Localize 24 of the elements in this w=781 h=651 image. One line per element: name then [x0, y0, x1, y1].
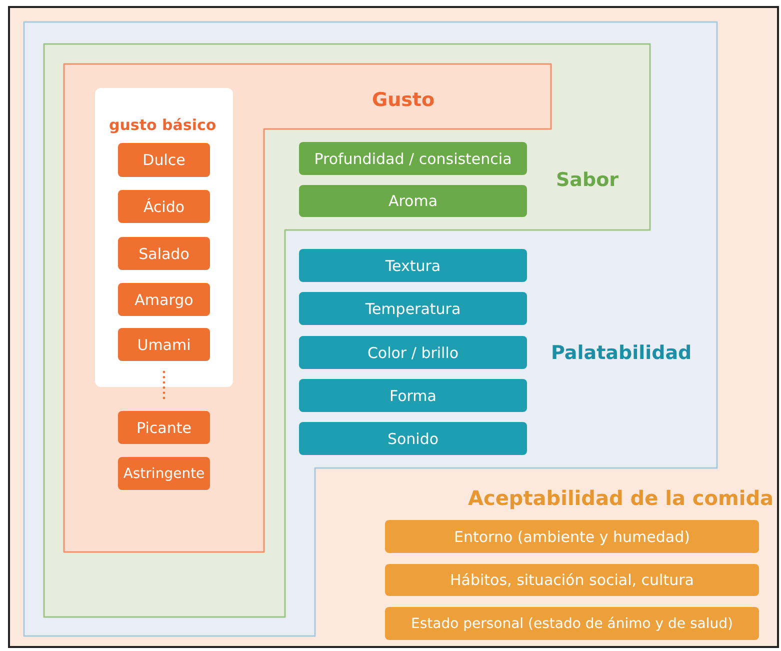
category-bar: Hábitos, situación social, cultura — [385, 564, 759, 596]
category-bar: Forma — [299, 379, 527, 412]
category-bar: Estado personal (estado de ánimo y de salud) — [385, 607, 759, 640]
section-heading: gusto básico — [109, 116, 216, 134]
category-bar: Picante — [118, 411, 210, 444]
category-bar: Sonido — [299, 422, 527, 455]
category-bar: Dulce — [118, 143, 210, 177]
category-bar: Color / brillo — [299, 336, 527, 369]
category-bar: Temperatura — [299, 292, 527, 325]
section-heading: Sabor — [556, 169, 619, 191]
category-bar: Entorno (ambiente y humedad) — [385, 520, 759, 553]
category-bar: Aroma — [299, 185, 527, 217]
category-bar: Salado — [118, 237, 210, 270]
section-heading: Aceptabilidad de la comida — [468, 486, 774, 510]
panel-background — [95, 88, 233, 387]
category-bar: Astringente — [118, 457, 210, 490]
category-bar: Umami — [118, 328, 210, 361]
section-heading: Palatabilidad — [551, 342, 692, 364]
category-bar: Profundidad / consistencia — [299, 142, 527, 175]
section-heading: Gusto — [372, 89, 435, 111]
diagram-frame — [8, 6, 779, 648]
category-bar: Amargo — [118, 283, 210, 316]
category-bar: Ácido — [118, 190, 210, 223]
category-bar: Textura — [299, 249, 527, 282]
